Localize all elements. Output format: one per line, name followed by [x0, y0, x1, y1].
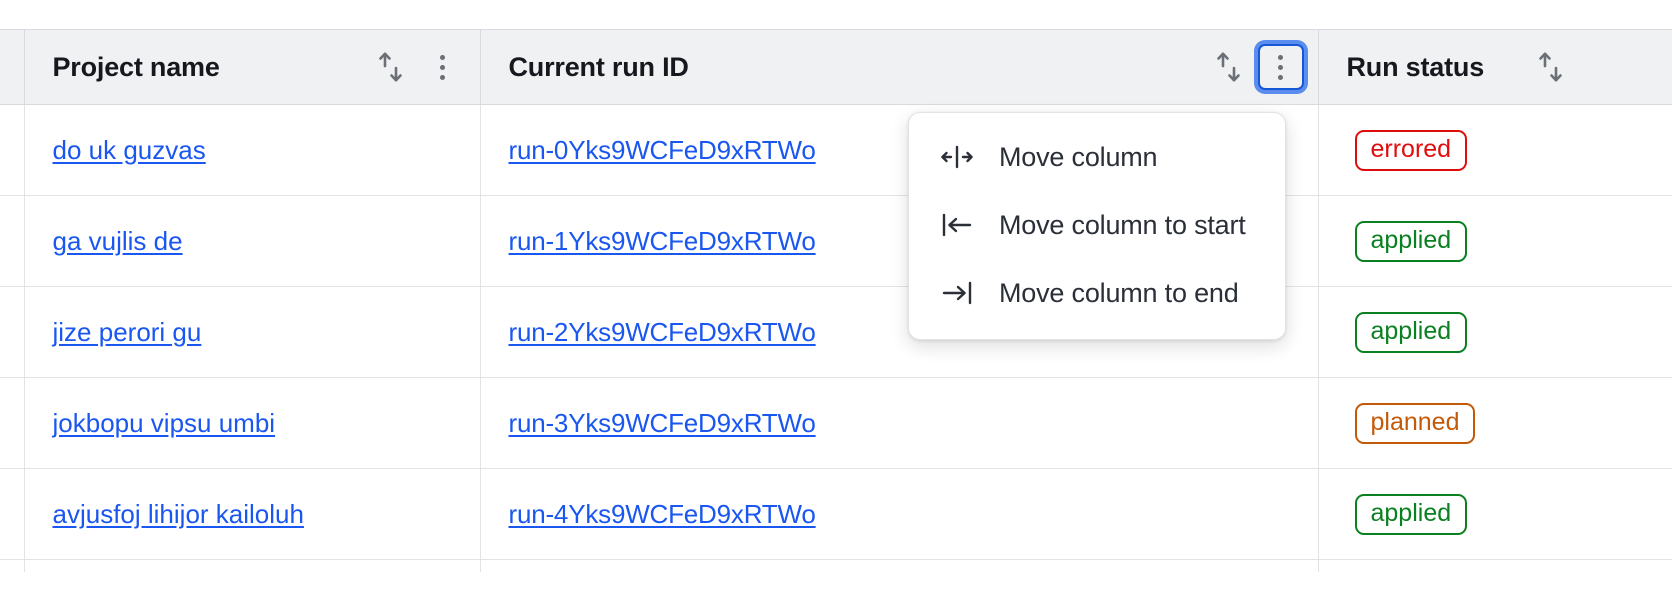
header-label-current-run-id: Current run ID [508, 51, 689, 82]
header-cell-project-name: Project name [24, 29, 481, 105]
header-cell-gutter [0, 29, 25, 105]
header-cell-run-status: Run status [1318, 29, 1672, 105]
menu-item-move-column[interactable]: Move column [909, 123, 1285, 191]
column-menu-icon [440, 54, 445, 80]
move-column-to-start-icon [937, 212, 977, 238]
status-badge: applied [1354, 493, 1468, 535]
table-header: Project name [0, 29, 1672, 105]
column-menu-button-current-run-id[interactable] [1257, 44, 1304, 90]
cell-project-name: do uk guzvas [24, 104, 481, 196]
cell-project-name: jize perori gu [24, 286, 481, 378]
sort-button-current-run-id[interactable] [1206, 44, 1252, 90]
row-gutter-cell [0, 559, 25, 572]
sort-button-project-name[interactable] [368, 44, 414, 90]
run-id-link[interactable]: run-2Yks9WCFeD9xRTWo [508, 316, 816, 347]
run-id-link[interactable]: run-1Yks9WCFeD9xRTWo [508, 225, 816, 256]
table-row: jize perori gu run-2Yks9WCFeD9xRTWo appl… [0, 286, 1672, 378]
project-link[interactable]: avjusfoj lihijor kailoluh [52, 498, 304, 529]
table-row: do uk guzvas run-0Yks9WCFeD9xRTWo errore… [0, 104, 1672, 196]
menu-item-label: Move column to start [999, 209, 1246, 240]
table-row: jokbopu vipsu umbi run-3Yks9WCFeD9xRTWo … [0, 377, 1672, 469]
projects-table: Project name [0, 29, 1672, 572]
sort-icon [376, 50, 406, 84]
cell-run-status: applied [1318, 468, 1672, 560]
status-badge: errored [1354, 129, 1468, 171]
sort-icon [1214, 50, 1244, 84]
cell-run-status [1318, 559, 1672, 572]
row-gutter-cell [0, 377, 25, 469]
run-id-link[interactable]: run-4Yks9WCFeD9xRTWo [508, 498, 816, 529]
cell-run-status: errored [1318, 104, 1672, 196]
project-link[interactable]: jize perori gu [52, 316, 202, 347]
cell-project-name: avjusfoj lihijor kailoluh [24, 468, 481, 560]
row-gutter-cell [0, 468, 25, 560]
column-context-menu: Move column Move column to start [908, 112, 1286, 340]
projects-table-container: Project name [0, 29, 1672, 572]
table-header-row: Project name [0, 29, 1672, 105]
run-id-link[interactable]: run-0Yks9WCFeD9xRTWo [508, 134, 816, 165]
table-row-partial [0, 559, 1672, 572]
menu-item-label: Move column [999, 141, 1158, 172]
header-label-project-name: Project name [52, 51, 220, 82]
status-badge: applied [1354, 220, 1468, 262]
table-body: do uk guzvas run-0Yks9WCFeD9xRTWo errore… [0, 104, 1672, 572]
menu-item-move-column-to-end[interactable]: Move column to end [909, 259, 1285, 327]
cell-project-name: jokbopu vipsu umbi [24, 377, 481, 469]
project-link[interactable]: ga vujlis de [52, 225, 183, 256]
cell-project-name [24, 559, 481, 572]
cell-current-run-id: run-4Yks9WCFeD9xRTWo [480, 468, 1319, 560]
sort-icon [1536, 50, 1566, 84]
run-id-link[interactable]: run-3Yks9WCFeD9xRTWo [508, 407, 816, 438]
table-row: avjusfoj lihijor kailoluh run-4Yks9WCFeD… [0, 468, 1672, 560]
menu-item-label: Move column to end [999, 277, 1239, 308]
row-gutter-cell [0, 104, 25, 196]
project-link[interactable]: jokbopu vipsu umbi [52, 407, 276, 438]
menu-item-move-column-to-start[interactable]: Move column to start [909, 191, 1285, 259]
cell-run-status: applied [1318, 195, 1672, 287]
status-badge: planned [1354, 402, 1476, 444]
column-menu-button-project-name[interactable] [420, 44, 466, 90]
header-cell-current-run-id: Current run ID [480, 29, 1319, 105]
header-label-run-status: Run status [1346, 51, 1485, 82]
cell-run-status: planned [1318, 377, 1672, 469]
table-row: ga vujlis de run-1Yks9WCFeD9xRTWo applie… [0, 195, 1672, 287]
cell-current-run-id: run-3Yks9WCFeD9xRTWo [480, 377, 1319, 469]
move-column-icon [937, 144, 977, 170]
move-column-to-end-icon [937, 280, 977, 306]
column-menu-icon [1278, 54, 1283, 80]
cell-run-status: applied [1318, 286, 1672, 378]
cell-project-name: ga vujlis de [24, 195, 481, 287]
row-gutter-cell [0, 195, 25, 287]
sort-button-run-status[interactable] [1528, 44, 1574, 90]
cell-current-run-id [480, 559, 1319, 572]
row-gutter-cell [0, 286, 25, 378]
project-link[interactable]: do uk guzvas [52, 134, 206, 165]
status-badge: applied [1354, 311, 1468, 353]
